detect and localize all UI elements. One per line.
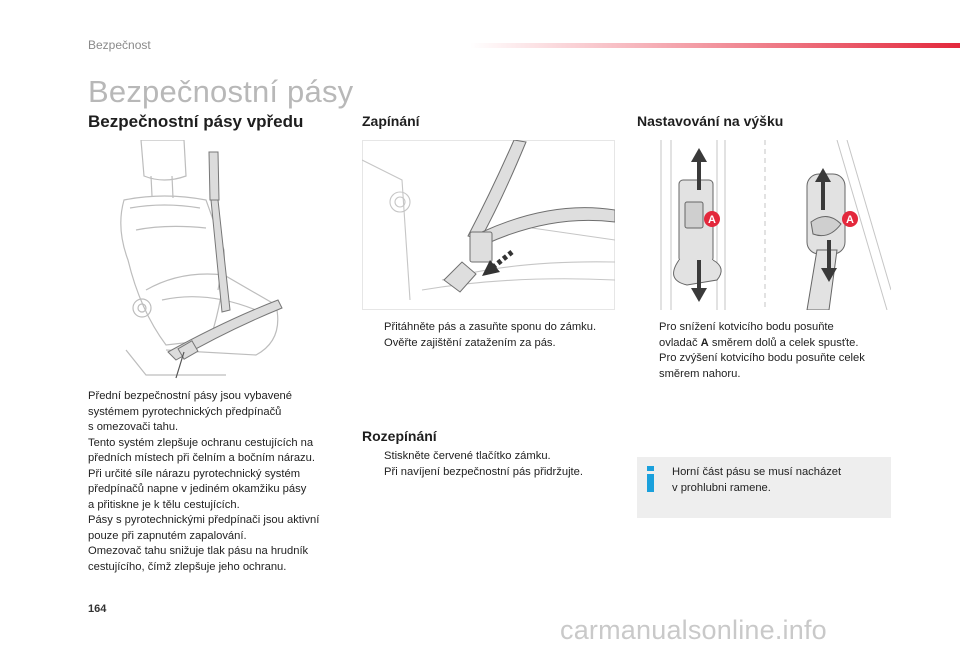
list-item: Pro snížení kotvicího bodu posuňte ovlada… <box>637 320 899 351</box>
text-line: Pásy s pyrotechnickými předpínači jsou a… <box>88 514 320 526</box>
heading-unfastening: Rozepínání <box>362 428 437 444</box>
list-item: Při navíjení bezpečnostní pás přidržujte… <box>384 465 583 478</box>
section-label: Bezpečnost <box>88 38 151 52</box>
text-line: Horní část pásu se musí nacházet <box>672 466 842 478</box>
header-accent-line <box>470 43 960 48</box>
text-line: Pro snížení kotvicího bodu posuňte <box>659 321 834 333</box>
list-item: Pro zvýšení kotvicího bodu posuňte celek… <box>637 351 899 382</box>
fastening-list: Přitáhněte pás a zasuňte sponu do zámku.… <box>362 320 627 351</box>
seat-belt-illustration <box>120 140 283 379</box>
text-line: a přitiskne je k tělu cestujících. <box>88 498 240 511</box>
buckle-illustration <box>362 140 615 310</box>
list-item: Přitáhněte pás a zasuňte sponu do zámku. <box>384 321 597 333</box>
text-line: Pro zvýšení kotvicího bodu posuňte celek <box>659 352 865 364</box>
front-belts-text: Přední bezpečnostní pásy jsou vybavené s… <box>88 389 353 575</box>
text-line: Přední bezpečnostní pásy jsou vybavené <box>88 390 292 402</box>
marker-a-label: A <box>708 214 716 226</box>
list-item: Ověřte zajištění zatažením za pás. <box>384 336 556 349</box>
watermark: carmanualsonline.info <box>560 615 827 645</box>
page-number: 164 <box>88 603 107 615</box>
page-title: Bezpečnostní pásy <box>88 74 354 109</box>
text-line: pouze při zapnutém zapalování. <box>88 529 247 542</box>
text-line: směrem nahoru. <box>659 367 741 380</box>
marker-a-label: A <box>846 214 854 226</box>
info-text: Horní část pásu se musí nacházet v prohl… <box>672 464 882 496</box>
text-line: cestujícího, čímž zlepšuje jeho ochranu. <box>88 560 287 573</box>
text-line: systémem pyrotechnických předpínačů <box>88 405 282 418</box>
text-line: v prohlubni ramene. <box>672 482 771 494</box>
info-box: Horní část pásu se musí nacházet v prohl… <box>637 457 891 518</box>
text-line: Tento systém zlepšuje ochranu cestujícíc… <box>88 436 314 449</box>
text-line: ovladač A směrem dolů a celek spusťte. <box>659 336 859 349</box>
text-line: Při určité síle nárazu pyrotechnický sys… <box>88 467 301 480</box>
unfastening-list: Stiskněte červené tlačítko zámku. Při na… <box>362 449 627 480</box>
height-adjust-list: Pro snížení kotvicího bodu posuňte ovlada… <box>637 320 899 382</box>
text-line: předních místech při čelním a bočním nár… <box>88 452 315 464</box>
heading-height-adjust: Nastavování na výšku <box>637 113 784 129</box>
text-line: předpínačů napne v jediném okamžiku pásy <box>88 483 307 495</box>
heading-fastening: Zapínání <box>362 113 420 129</box>
info-icon <box>647 466 654 492</box>
heading-front-belts: Bezpečnostní pásy vpředu <box>88 112 304 131</box>
height-adjust-illustration: A A <box>660 140 891 310</box>
text-line: s omezovači tahu. <box>88 421 179 433</box>
list-item: Stiskněte červené tlačítko zámku. <box>384 450 551 462</box>
text-line: Omezovač tahu snižuje tlak pásu na hrudn… <box>88 545 309 557</box>
